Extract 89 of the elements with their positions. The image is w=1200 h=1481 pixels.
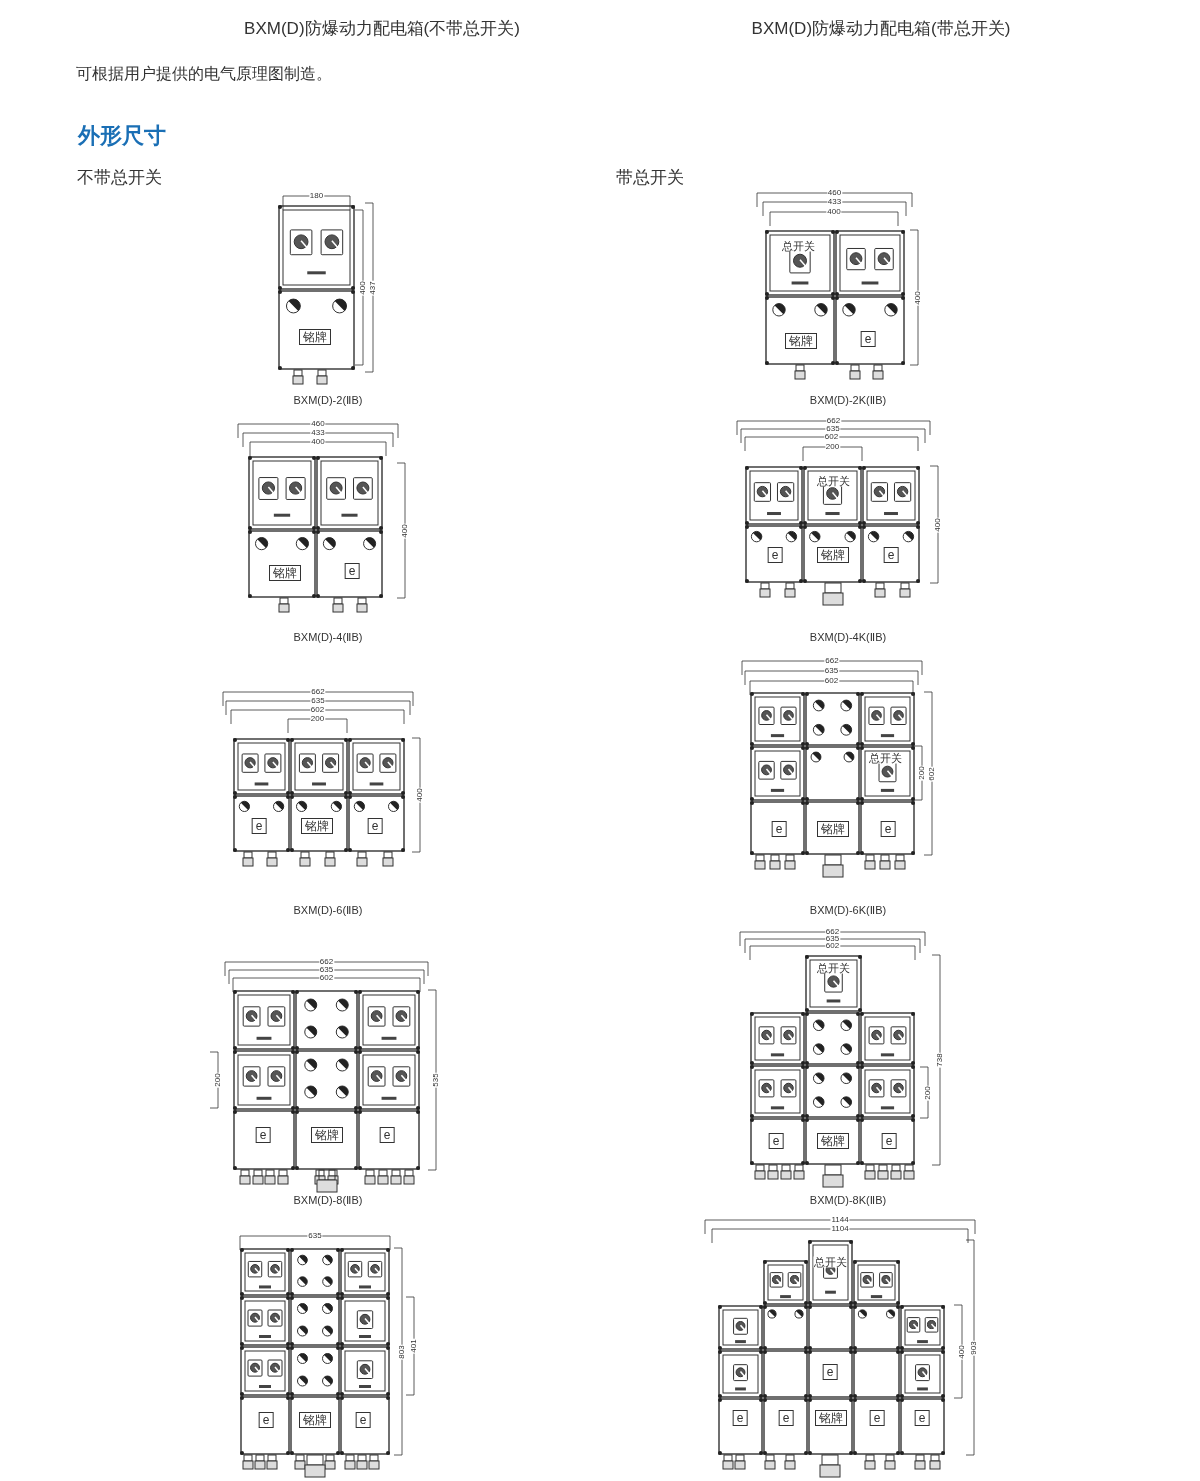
- dimension-value: 662: [310, 688, 326, 696]
- dimension-value: 433: [310, 429, 326, 437]
- model-caption: BXM(D)-6K(ⅡB): [809, 904, 887, 916]
- note-text: 可根据用户提供的电气原理图制造。: [76, 66, 332, 82]
- nameplate-label: 铭牌: [301, 818, 333, 834]
- nameplate-label: e: [367, 818, 383, 834]
- dimension-value: 400: [958, 1343, 966, 1360]
- dimension-value: 602: [318, 974, 335, 982]
- dimension-value: 1104: [830, 1225, 850, 1233]
- switch-label: 总开关: [781, 240, 815, 252]
- dimension-value: 400: [401, 522, 409, 539]
- nameplate-label: e: [732, 1410, 748, 1426]
- dimension-value: 400: [359, 279, 367, 296]
- nameplate-label: e: [778, 1410, 794, 1426]
- dimension-value: 200: [309, 715, 326, 723]
- nameplate-label: e: [860, 331, 876, 347]
- switch-label: 总开关: [813, 1256, 847, 1268]
- nameplate-label: e: [768, 1133, 784, 1149]
- nameplate-label: 铭牌: [817, 547, 849, 563]
- dimension-value: 400: [914, 289, 922, 306]
- dimension-value: 200: [214, 1072, 222, 1088]
- model-caption: BXM(D)-2K(ⅡB): [809, 394, 887, 406]
- dimension-value: 433: [826, 198, 843, 206]
- dimension-value: 437: [369, 279, 377, 296]
- nameplate-label: 铭牌: [785, 333, 817, 349]
- subheading: 不带总开关: [77, 169, 162, 186]
- dimension-value: 401: [410, 1338, 418, 1354]
- switch-label: 总开关: [868, 752, 902, 764]
- nameplate-label: 铭牌: [311, 1127, 343, 1143]
- model-caption: BXM(D)-2(ⅡB): [293, 394, 363, 406]
- nameplate-label: e: [255, 1127, 271, 1143]
- model-caption: BXM(D)-8(ⅡB): [293, 1194, 363, 1206]
- dimension-value: 635: [307, 1232, 323, 1240]
- nameplate-label: e: [880, 821, 896, 837]
- nameplate-label: 铭牌: [817, 821, 849, 837]
- nameplate-label: 铭牌: [815, 1410, 847, 1426]
- nameplate-label: e: [379, 1127, 395, 1143]
- dimension-value: 1144: [830, 1216, 850, 1224]
- nameplate-label: e: [355, 1412, 371, 1428]
- page-heading: BXM(D)防爆动力配电箱(不带总开关): [244, 19, 520, 37]
- dimension-value: 602: [928, 765, 936, 782]
- dimension-value: 200: [824, 443, 841, 451]
- dimension-value: 662: [825, 417, 842, 425]
- subheading: 带总开关: [616, 169, 684, 186]
- nameplate-label: e: [771, 821, 787, 837]
- page-heading: BXM(D)防爆动力配电箱(带总开关): [751, 19, 1011, 37]
- dimension-value: 803: [398, 1343, 406, 1360]
- model-caption: BXM(D)-4(ⅡB): [293, 631, 363, 643]
- dimension-value: 460: [310, 420, 326, 428]
- dimension-value: 738: [936, 1052, 944, 1068]
- dimension-value: 662: [824, 657, 840, 665]
- dimension-value: 400: [416, 787, 424, 803]
- dimension-value: 602: [823, 677, 840, 685]
- dimension-value: 635: [825, 425, 841, 433]
- switch-label: 总开关: [816, 962, 850, 974]
- dimension-value: 602: [309, 706, 326, 714]
- dimension-value: 635: [318, 966, 335, 974]
- dimension-value: 535: [432, 1072, 440, 1088]
- dimension-value: 200: [924, 1084, 932, 1101]
- nameplate-label: e: [767, 547, 783, 563]
- nameplate-label: e: [869, 1410, 885, 1426]
- model-caption: BXM(D)-6(ⅡB): [293, 904, 363, 916]
- model-caption: BXM(D)-4K(ⅡB): [809, 631, 887, 643]
- nameplate-label: e: [251, 818, 267, 834]
- nameplate-label: e: [344, 563, 360, 579]
- nameplate-label: 铭牌: [299, 329, 331, 345]
- dimension-value: 662: [318, 958, 335, 966]
- dimension-value: 180: [308, 192, 325, 200]
- nameplate-label: e: [258, 1412, 274, 1428]
- dimension-value: 903: [970, 1339, 978, 1356]
- dimension-value: 400: [934, 516, 942, 533]
- switch-label: 总开关: [816, 475, 850, 487]
- dimension-value: 602: [824, 942, 841, 950]
- dimension-value: 602: [823, 433, 840, 441]
- section-heading: 外形尺寸: [78, 125, 166, 147]
- dimension-value: 635: [823, 667, 840, 675]
- dimension-value: 400: [826, 208, 842, 216]
- nameplate-label: e: [881, 1133, 897, 1149]
- nameplate-label: 铭牌: [817, 1133, 849, 1149]
- nameplate-label: e: [822, 1364, 838, 1380]
- nameplate-label: e: [883, 547, 899, 563]
- nameplate-label: e: [914, 1410, 930, 1426]
- dimension-value: 400: [310, 438, 326, 446]
- model-caption: BXM(D)-8K(ⅡB): [809, 1194, 887, 1206]
- dimension-value: 460: [826, 189, 843, 197]
- nameplate-label: 铭牌: [299, 1412, 331, 1428]
- dimension-value: 635: [310, 697, 326, 705]
- nameplate-label: 铭牌: [269, 565, 301, 581]
- dimension-value: 200: [918, 765, 926, 781]
